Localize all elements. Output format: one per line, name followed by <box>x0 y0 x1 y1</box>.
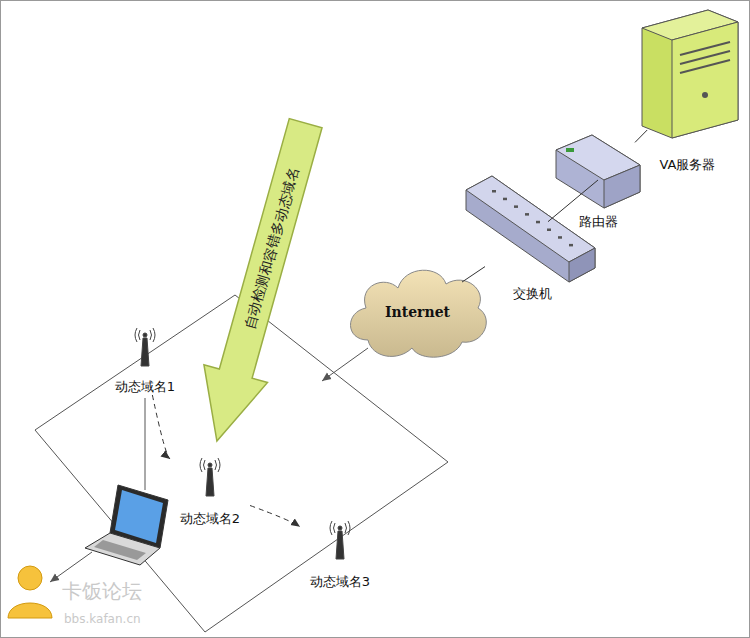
antenna-node: 动态域名3 <box>300 518 380 590</box>
node-text: 动态域名3 <box>310 574 370 590</box>
user-icon <box>8 566 52 618</box>
dashed-connector <box>250 506 300 527</box>
node-text: 动态域名1 <box>115 379 175 395</box>
node-text: VA服务器 <box>660 157 716 173</box>
user-arrow <box>50 552 92 582</box>
antenna-node: 动态域名1 <box>105 325 185 395</box>
watermark-url: bbs.kafan.cn <box>64 612 141 626</box>
laptop-icon <box>85 485 168 565</box>
antenna-icons <box>135 328 350 559</box>
node-text: 路由器 <box>579 214 618 230</box>
detection-arrow <box>185 114 337 450</box>
node-text: 动态域名2 <box>180 511 240 527</box>
node-text: Internet <box>385 304 450 321</box>
switch-node: 交换机 <box>462 168 602 302</box>
server-icon <box>642 10 738 138</box>
router-icon <box>556 135 640 208</box>
connector <box>635 130 647 142</box>
arrow-label-node: 自动检测和容错多动态域名 <box>239 165 302 332</box>
router-node: 路由器 <box>548 130 648 230</box>
internet-cloud <box>350 270 486 357</box>
antenna-node: 动态域名2 <box>170 455 250 527</box>
node-text: 自动检测和容错多动态域名 <box>241 165 302 331</box>
node-text: 交换机 <box>513 286 552 302</box>
server-node: VA服务器 <box>635 5 740 173</box>
watermark: 卡饭论坛 <box>62 578 142 605</box>
switch-icon <box>466 176 595 282</box>
connector <box>462 267 485 282</box>
link-line <box>145 398 146 490</box>
internet-arrow <box>322 348 368 381</box>
dashed-connector <box>152 395 170 459</box>
internet-node: Internet <box>350 264 485 360</box>
